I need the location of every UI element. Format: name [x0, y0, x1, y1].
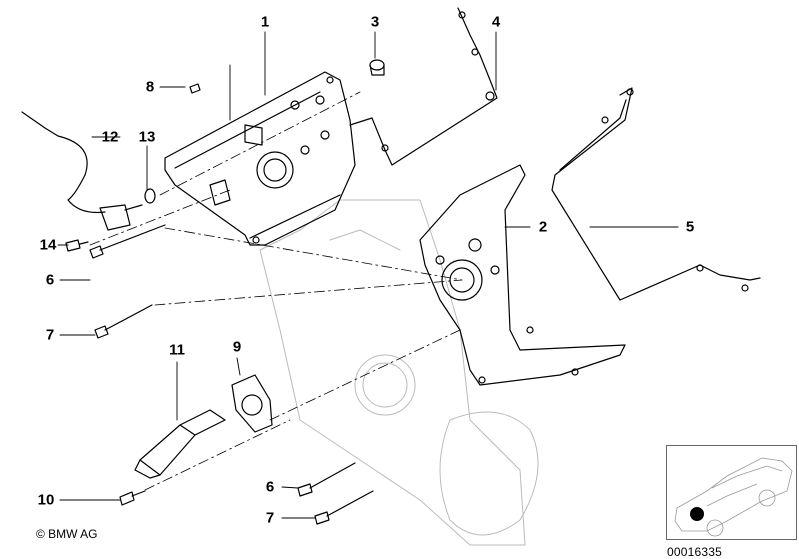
part-9-gasket-flange	[231, 374, 273, 433]
part-11-solenoid	[134, 409, 226, 479]
callout-2: 2	[538, 218, 548, 236]
reference-number: 00016335	[667, 545, 722, 559]
callout-8: 8	[145, 78, 155, 96]
center-lines	[89, 91, 463, 491]
callout-5: 5	[685, 218, 695, 236]
callout-13: 13	[138, 128, 156, 146]
callout-11: 11	[169, 341, 185, 359]
callout-14: 14	[39, 236, 57, 254]
part-12-sensor	[21, 111, 156, 231]
bolts	[65, 83, 374, 525]
part-1-upper-timing-cover	[164, 71, 356, 246]
callout-4: 4	[491, 13, 501, 31]
callout-12: 12	[101, 128, 119, 146]
part-4-gasket	[349, 7, 498, 166]
callout-3: 3	[370, 13, 380, 31]
part-5-gasket	[551, 87, 761, 301]
vehicle-location-thumbnail	[666, 445, 797, 540]
callout-6: 6	[265, 478, 275, 496]
callout-10: 10	[37, 491, 55, 509]
engine-block-ghost	[259, 199, 539, 546]
leader-lines	[57, 31, 679, 519]
car-outline-icon	[674, 457, 793, 537]
callout-7: 7	[265, 509, 275, 527]
callout-6: 6	[45, 271, 55, 289]
part-2-lower-timing-cover	[419, 164, 626, 386]
callout-9: 9	[232, 338, 242, 356]
copyright-text: © BMW AG	[36, 527, 98, 541]
callout-7: 7	[45, 326, 55, 344]
callout-1: 1	[260, 13, 270, 31]
part-3-dowel	[369, 59, 385, 76]
